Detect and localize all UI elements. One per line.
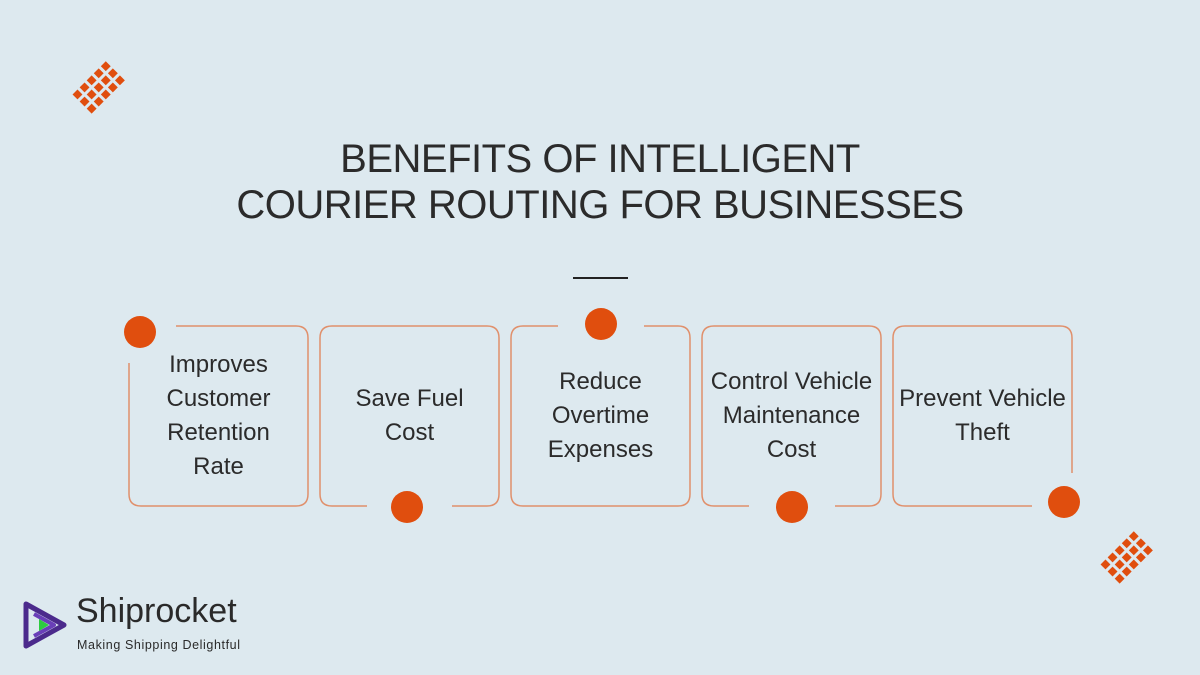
card-frame [510, 325, 691, 507]
benefit-label: Improves Customer Retention Rate [166, 351, 271, 480]
timeline-dot [1048, 486, 1080, 518]
brand-tagline: Making Shipping Delightful [77, 638, 241, 652]
title-divider [573, 277, 628, 279]
benefit-card-customer-retention: Improves Customer Retention Rate [124, 316, 309, 507]
timeline-dot [776, 491, 808, 523]
timeline-dot [124, 316, 156, 348]
card-frame [319, 325, 500, 507]
page-title: BENEFITS OF INTELLIGENT COURIER ROUTING … [0, 136, 1200, 228]
benefit-label: Prevent Vehicle Theft [899, 385, 1066, 446]
benefit-label: Reduce Overtime Expenses [547, 368, 654, 463]
card-frame [892, 325, 1073, 507]
benefit-card-fuel-cost: Save Fuel Cost [319, 325, 500, 523]
diamond-grid-pattern-icon [72, 61, 125, 114]
card-frame [128, 325, 309, 507]
benefit-label: Control Vehicle Maintenance Cost [710, 368, 873, 463]
title-line-1: BENEFITS OF INTELLIGENT [340, 137, 860, 181]
timeline-dot [585, 308, 617, 340]
benefit-card-overtime-expenses: Reduce Overtime Expenses [510, 308, 691, 507]
title-line-2: COURIER ROUTING FOR BUSINESSES [236, 183, 964, 227]
benefit-card-maintenance-cost: Control Vehicle Maintenance Cost [701, 325, 882, 523]
card-frame [701, 325, 882, 507]
brand-name: Shiprocket [76, 592, 237, 630]
diamond-grid-pattern-icon [1100, 531, 1153, 584]
benefit-card-vehicle-theft: Prevent Vehicle Theft [892, 325, 1080, 518]
play-triangle-logo-icon [23, 601, 67, 649]
timeline-dot [391, 491, 423, 523]
benefit-label: Save Fuel Cost [355, 385, 464, 446]
